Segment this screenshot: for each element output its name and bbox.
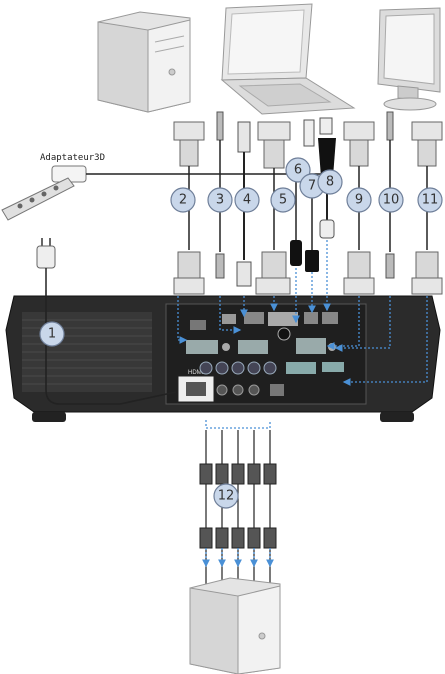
callout-2: 2 — [171, 188, 195, 212]
vga-connector-11-top — [412, 122, 442, 250]
callout-10: 10 — [379, 188, 403, 212]
callout-label: 10 — [383, 193, 400, 208]
callout-label: 2 — [179, 193, 187, 208]
composite-connector-7-bottom — [305, 250, 319, 272]
vga-connector-9-bottom — [344, 252, 374, 294]
audio-connector-3-top — [217, 112, 223, 252]
desktop-computer-bottom-icon — [190, 578, 280, 674]
callout-8: 8 — [318, 170, 342, 194]
audio-connector-10-top — [387, 112, 393, 252]
desktop-computer-icon — [98, 12, 190, 112]
callout-5: 5 — [271, 188, 295, 212]
callout-12: 12 — [214, 484, 238, 508]
power-plug-icon — [37, 238, 55, 290]
callout-label: 3 — [216, 193, 224, 208]
callout-label: 5 — [279, 193, 287, 208]
audio-connector-3-bottom — [216, 254, 224, 278]
callout-3: 3 — [208, 188, 232, 212]
hdmi-connector-4-bottom — [237, 262, 251, 286]
callout-label: 9 — [355, 193, 363, 208]
callout-label: 8 — [326, 175, 334, 190]
svideo-connector-6-bottom — [290, 240, 302, 266]
callout-label: 4 — [243, 193, 251, 208]
projector-rear-panel: HDMI — [6, 296, 440, 422]
audio-connector-10-bottom — [386, 254, 394, 278]
bnc-cable-set-12 — [200, 430, 276, 604]
monitor-icon — [378, 8, 440, 110]
callout-label: 6 — [294, 163, 302, 178]
vga-connector-2-top — [174, 122, 204, 250]
adapter-label: Adaptateur3D — [40, 153, 105, 163]
dvi-connector-5-top — [258, 122, 290, 250]
vga-connector-9-top — [344, 122, 374, 250]
callout-4: 4 — [235, 188, 259, 212]
power-strip-icon — [2, 178, 74, 220]
laptop-computer-icon — [222, 4, 354, 114]
callout-9: 9 — [347, 188, 371, 212]
callout-label: 12 — [218, 489, 235, 504]
callout-label: 1 — [48, 327, 56, 342]
dvi-connector-5-bottom — [256, 252, 290, 294]
vga-connector-2-bottom — [174, 252, 204, 294]
callout-label: 11 — [422, 193, 439, 208]
callout-1: 1 — [40, 322, 64, 346]
callout-label: 7 — [308, 179, 316, 194]
vga-connector-11-bottom — [412, 252, 442, 294]
callout-11: 11 — [418, 188, 442, 212]
